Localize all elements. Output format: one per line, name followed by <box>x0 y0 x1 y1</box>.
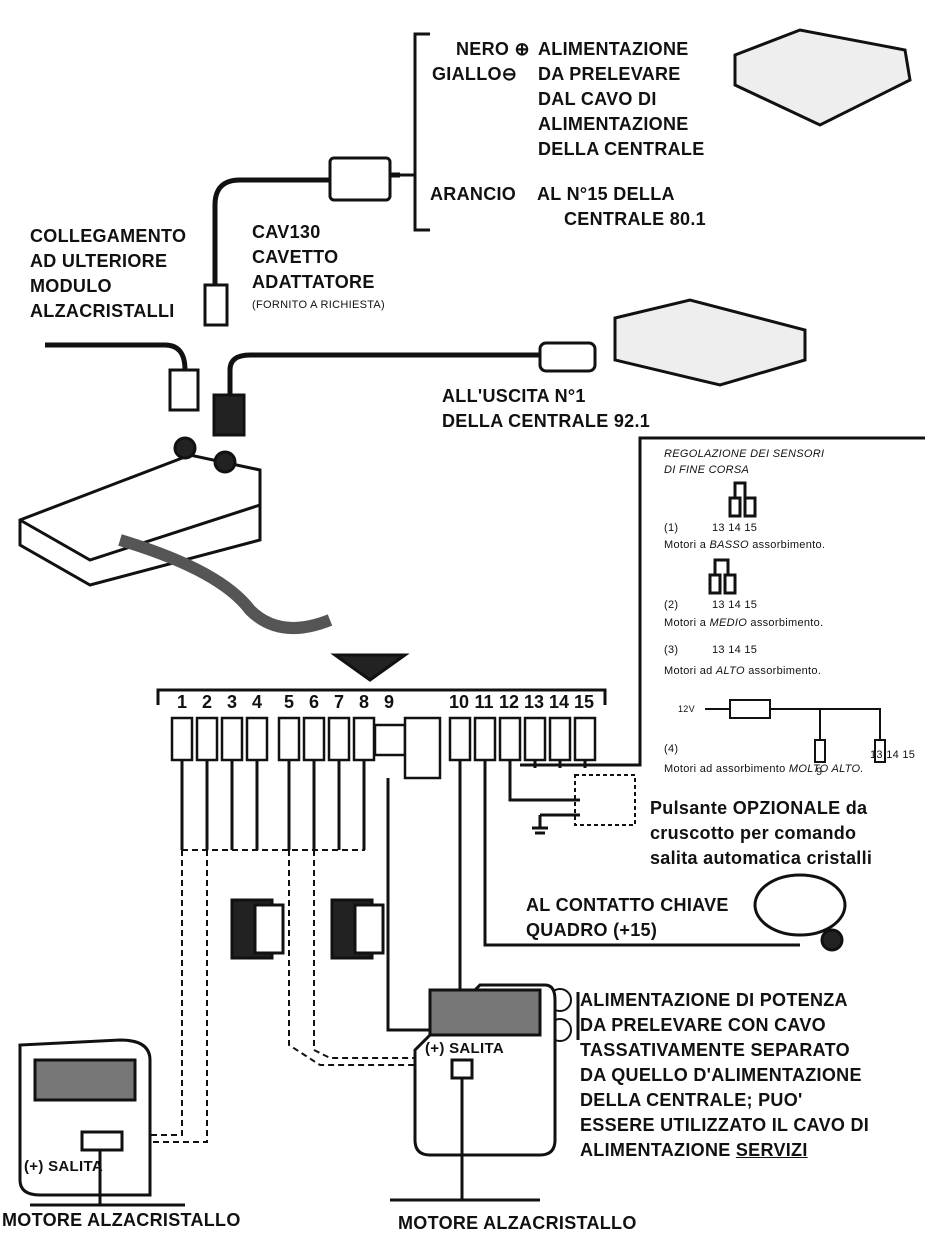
pulsante-1: Pulsante OPZIONALE da <box>650 798 868 818</box>
terminal-9: 9 <box>383 692 394 712</box>
reg-item4: Motori ad assorbimento MOLTO ALTO. <box>664 763 864 775</box>
cavetto-plug <box>203 283 229 327</box>
collegamento-3: MODULO <box>30 276 112 296</box>
reg-item2: Motori a MEDIO assorbimento. <box>664 617 824 629</box>
salita-left: (+) SALITA <box>24 1158 103 1175</box>
power-bracket <box>413 32 430 232</box>
potenza-5: DELLA CENTRALE; PUO' <box>580 1090 803 1110</box>
terminal-13: 13 <box>523 692 545 712</box>
giallo-label: GIALLO⊖ <box>432 64 518 84</box>
potenza-2: DA PRELEVARE CON CAVO <box>580 1015 826 1035</box>
potenza-7: ALIMENTAZIONE SERVIZI <box>580 1140 808 1160</box>
reg-pins1: 13 14 15 <box>712 522 758 534</box>
adapter-connector <box>328 156 392 202</box>
potenza-3: TASSATIVAMENTE SEPARATO <box>580 1040 850 1060</box>
reg-pin9: 9 <box>816 766 823 778</box>
terminal-7: 7 <box>333 692 344 712</box>
terminal-12: 12 <box>498 692 520 712</box>
terminal-5: 5 <box>283 692 294 712</box>
cavetto-1: CAV130 <box>252 222 321 242</box>
contatto-1: AL CONTATTO CHIAVE <box>526 895 729 915</box>
motore-right: MOTORE ALZACRISTALLO <box>398 1213 637 1233</box>
potenza-6: ESSERE UTILIZZATO IL CAVO DI <box>580 1115 870 1135</box>
arancio-line-2: CENTRALE 80.1 <box>564 209 706 229</box>
reg-item3: Motori ad ALTO assorbimento. <box>664 665 822 677</box>
cavetto-note: (FORNITO A RICHIESTA) <box>252 299 386 311</box>
terminal-3: 3 <box>226 692 237 712</box>
pulsante-2: cruscotto per comando <box>650 823 857 843</box>
reg-n2: (2) <box>664 599 679 611</box>
collegamento-1: COLLEGAMENTO <box>30 226 187 246</box>
pulsante-3: salita automatica cristalli <box>650 848 873 868</box>
regolazione-title-1: REGOLAZIONE DEI SENSORI <box>664 448 825 460</box>
reg-n3: (3) <box>664 644 679 656</box>
reg-item1: Motori a BASSO assorbimento. <box>664 539 826 551</box>
power-line-1: ALIMENTAZIONE <box>538 39 689 59</box>
servizi-label: SERVIZI <box>735 1140 808 1160</box>
potenza-1: ALIMENTAZIONE DI POTENZA <box>580 990 848 1010</box>
arancio-line-1: AL N°15 DELLA <box>537 184 675 204</box>
terminal-1: 1 <box>176 692 187 712</box>
terminal-11: 11 <box>474 692 494 712</box>
terminal-6: 6 <box>308 692 319 712</box>
cavetto-3: ADATTATORE <box>252 272 375 292</box>
reg-n4: (4) <box>664 743 679 755</box>
power-line-2: DA PRELEVARE <box>538 64 681 84</box>
contatto-2: QUADRO (+15) <box>526 920 658 940</box>
reg-pins2: 13 14 15 <box>712 599 758 611</box>
power-line-4: ALIMENTAZIONE <box>538 114 689 134</box>
terminal-14: 14 <box>548 692 570 712</box>
collegamento-2: AD ULTERIORE <box>30 251 168 271</box>
salita-right: (+) SALITA <box>425 1040 504 1057</box>
reg-12v: 12V <box>678 704 695 714</box>
terminal-10: 10 <box>448 692 470 712</box>
nero-label: NERO ⊕ <box>456 39 530 59</box>
collegamento-4: ALZACRISTALLI <box>30 301 175 321</box>
regolazione-title-2: DI FINE CORSA <box>664 464 750 476</box>
arancio-label: ARANCIO <box>430 184 517 204</box>
reg-pins4: 13 14 15 <box>870 749 916 761</box>
terminal-8: 8 <box>358 692 369 712</box>
reg-n1: (1) <box>664 522 679 534</box>
cavetto-2: CAVETTO <box>252 247 339 267</box>
reg-pins3: 13 14 15 <box>712 644 758 656</box>
terminal-2: 2 <box>201 692 212 712</box>
power-line-3: DAL CAVO DI <box>538 89 657 109</box>
terminal-4: 4 <box>251 692 262 712</box>
power-line-5: DELLA CENTRALE <box>538 139 705 159</box>
motore-left: MOTORE ALZACRISTALLO <box>2 1210 241 1230</box>
uscita-1: ALL'USCITA N°1 <box>442 386 586 406</box>
uscita-2: DELLA CENTRALE 92.1 <box>442 411 651 431</box>
terminal-15: 15 <box>573 692 595 712</box>
potenza-4: DA QUELLO D'ALIMENTAZIONE <box>580 1065 862 1085</box>
